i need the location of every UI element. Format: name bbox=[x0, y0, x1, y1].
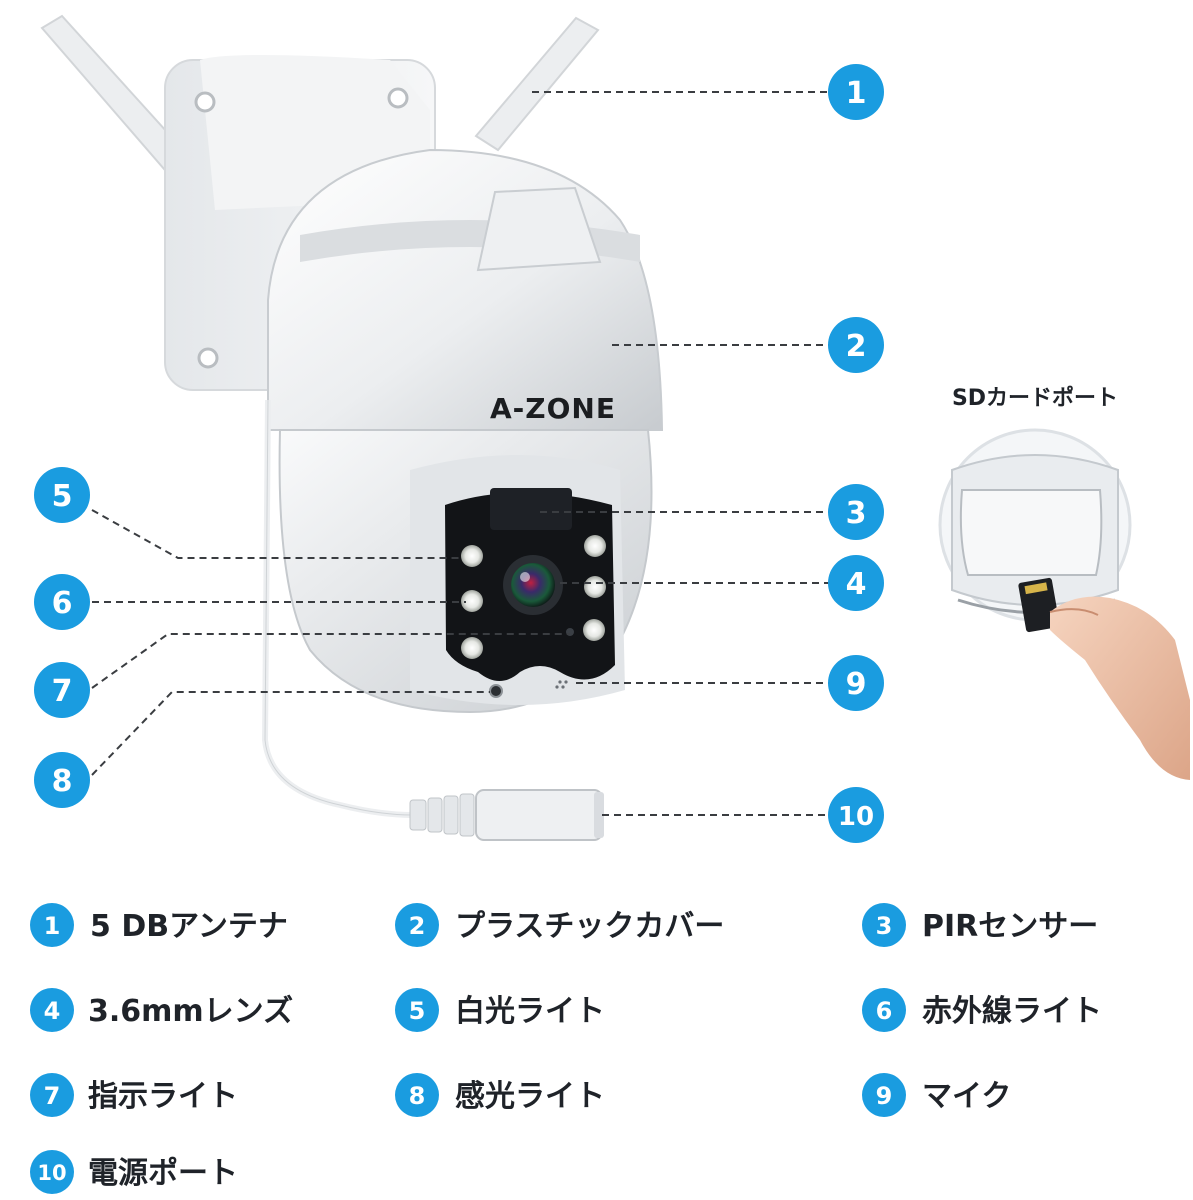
legend-item-4: 4 3.6mmレンズ bbox=[30, 988, 293, 1032]
legend-item-5-label: 白光ライト bbox=[455, 994, 605, 1029]
legend-item-10-label: 電源ポート bbox=[88, 1156, 238, 1191]
legend-item-6-number: 6 bbox=[876, 997, 893, 1025]
callout-4-number: 4 bbox=[846, 567, 867, 602]
hand-with-sd-card bbox=[1018, 577, 1190, 780]
pir-sensor bbox=[490, 488, 572, 530]
legend-item-1-number: 1 bbox=[44, 912, 61, 940]
callout-4: 4 bbox=[828, 555, 884, 611]
legend-item-10-number: 10 bbox=[37, 1161, 66, 1185]
legend-item-4-number: 4 bbox=[44, 997, 61, 1025]
legend-item-2: 2 プラスチックカバー bbox=[395, 903, 724, 947]
leader-lines bbox=[91, 91, 830, 816]
legend-item-6: 6 赤外線ライト bbox=[862, 988, 1102, 1032]
legend-item-3-label: PIRセンサー bbox=[922, 909, 1098, 944]
photo-sensor bbox=[489, 684, 503, 698]
callout-5: 5 bbox=[34, 467, 90, 523]
plastic-cover bbox=[267, 148, 664, 431]
legend-item-1-label: 5 DBアンテナ bbox=[90, 909, 288, 944]
power-connector bbox=[409, 789, 604, 841]
antenna-right bbox=[474, 16, 600, 152]
callout-6: 6 bbox=[34, 574, 90, 630]
legend-item-7-number: 7 bbox=[44, 1082, 61, 1110]
legend-item-7: 7 指示ライト bbox=[30, 1073, 238, 1117]
callout-5-number: 5 bbox=[52, 479, 73, 514]
sd-port-inset bbox=[938, 428, 1132, 622]
callout-2: 2 bbox=[828, 317, 884, 373]
callout-9-number: 9 bbox=[846, 667, 867, 702]
callout-6-number: 6 bbox=[52, 586, 73, 621]
legend-item-4-label: 3.6mmレンズ bbox=[88, 994, 293, 1029]
callout-7-number: 7 bbox=[52, 674, 73, 709]
legend-item-5-number: 5 bbox=[409, 997, 426, 1025]
brand-logo: A-ZONE bbox=[490, 392, 616, 425]
led-3 bbox=[461, 637, 483, 659]
legend-item-1: 1 5 DBアンテナ bbox=[30, 903, 288, 947]
callout-3: 3 bbox=[828, 484, 884, 540]
callout-7: 7 bbox=[34, 662, 90, 718]
microphone-holes bbox=[555, 680, 568, 689]
led-ir-1 bbox=[461, 590, 483, 612]
legend-item-6-label: 赤外線ライト bbox=[922, 994, 1102, 1029]
legend-item-8: 8 感光ライト bbox=[395, 1073, 605, 1117]
legend-item-8-label: 感光ライト bbox=[455, 1079, 605, 1114]
camera-face bbox=[445, 488, 615, 698]
legend: 1 5 DBアンテナ 2 プラスチックカバー 3 PIRセンサー 4 3.6mm… bbox=[30, 903, 1102, 1194]
sd-port-label: SDカードポート bbox=[952, 385, 1118, 411]
legend-item-5: 5 白光ライト bbox=[395, 988, 605, 1032]
callout-9: 9 bbox=[828, 655, 884, 711]
legend-item-7-label: 指示ライト bbox=[88, 1079, 238, 1114]
legend-item-2-number: 2 bbox=[409, 912, 426, 940]
legend-item-9: 9 マイク bbox=[862, 1073, 1011, 1117]
legend-item-9-number: 9 bbox=[876, 1082, 893, 1110]
callout-8-number: 8 bbox=[52, 764, 73, 799]
callout-8: 8 bbox=[34, 752, 90, 808]
legend-item-3-number: 3 bbox=[876, 912, 893, 940]
callout-10-number: 10 bbox=[838, 802, 874, 832]
callout-1-number: 1 bbox=[846, 76, 867, 111]
legend-item-8-number: 8 bbox=[409, 1082, 426, 1110]
legend-item-2-label: プラスチックカバー bbox=[455, 909, 724, 944]
legend-item-10: 10 電源ポート bbox=[30, 1150, 238, 1194]
led-white-2 bbox=[584, 535, 606, 557]
led-4 bbox=[583, 619, 605, 641]
callout-3-number: 3 bbox=[846, 496, 867, 531]
legend-item-9-label: マイク bbox=[922, 1079, 1011, 1114]
led-ir-2 bbox=[584, 576, 606, 598]
led-white-1 bbox=[461, 545, 483, 567]
callout-10: 10 bbox=[828, 787, 884, 843]
callout-1: 1 bbox=[828, 64, 884, 120]
legend-item-3: 3 PIRセンサー bbox=[862, 903, 1098, 947]
callout-2-number: 2 bbox=[846, 329, 867, 364]
